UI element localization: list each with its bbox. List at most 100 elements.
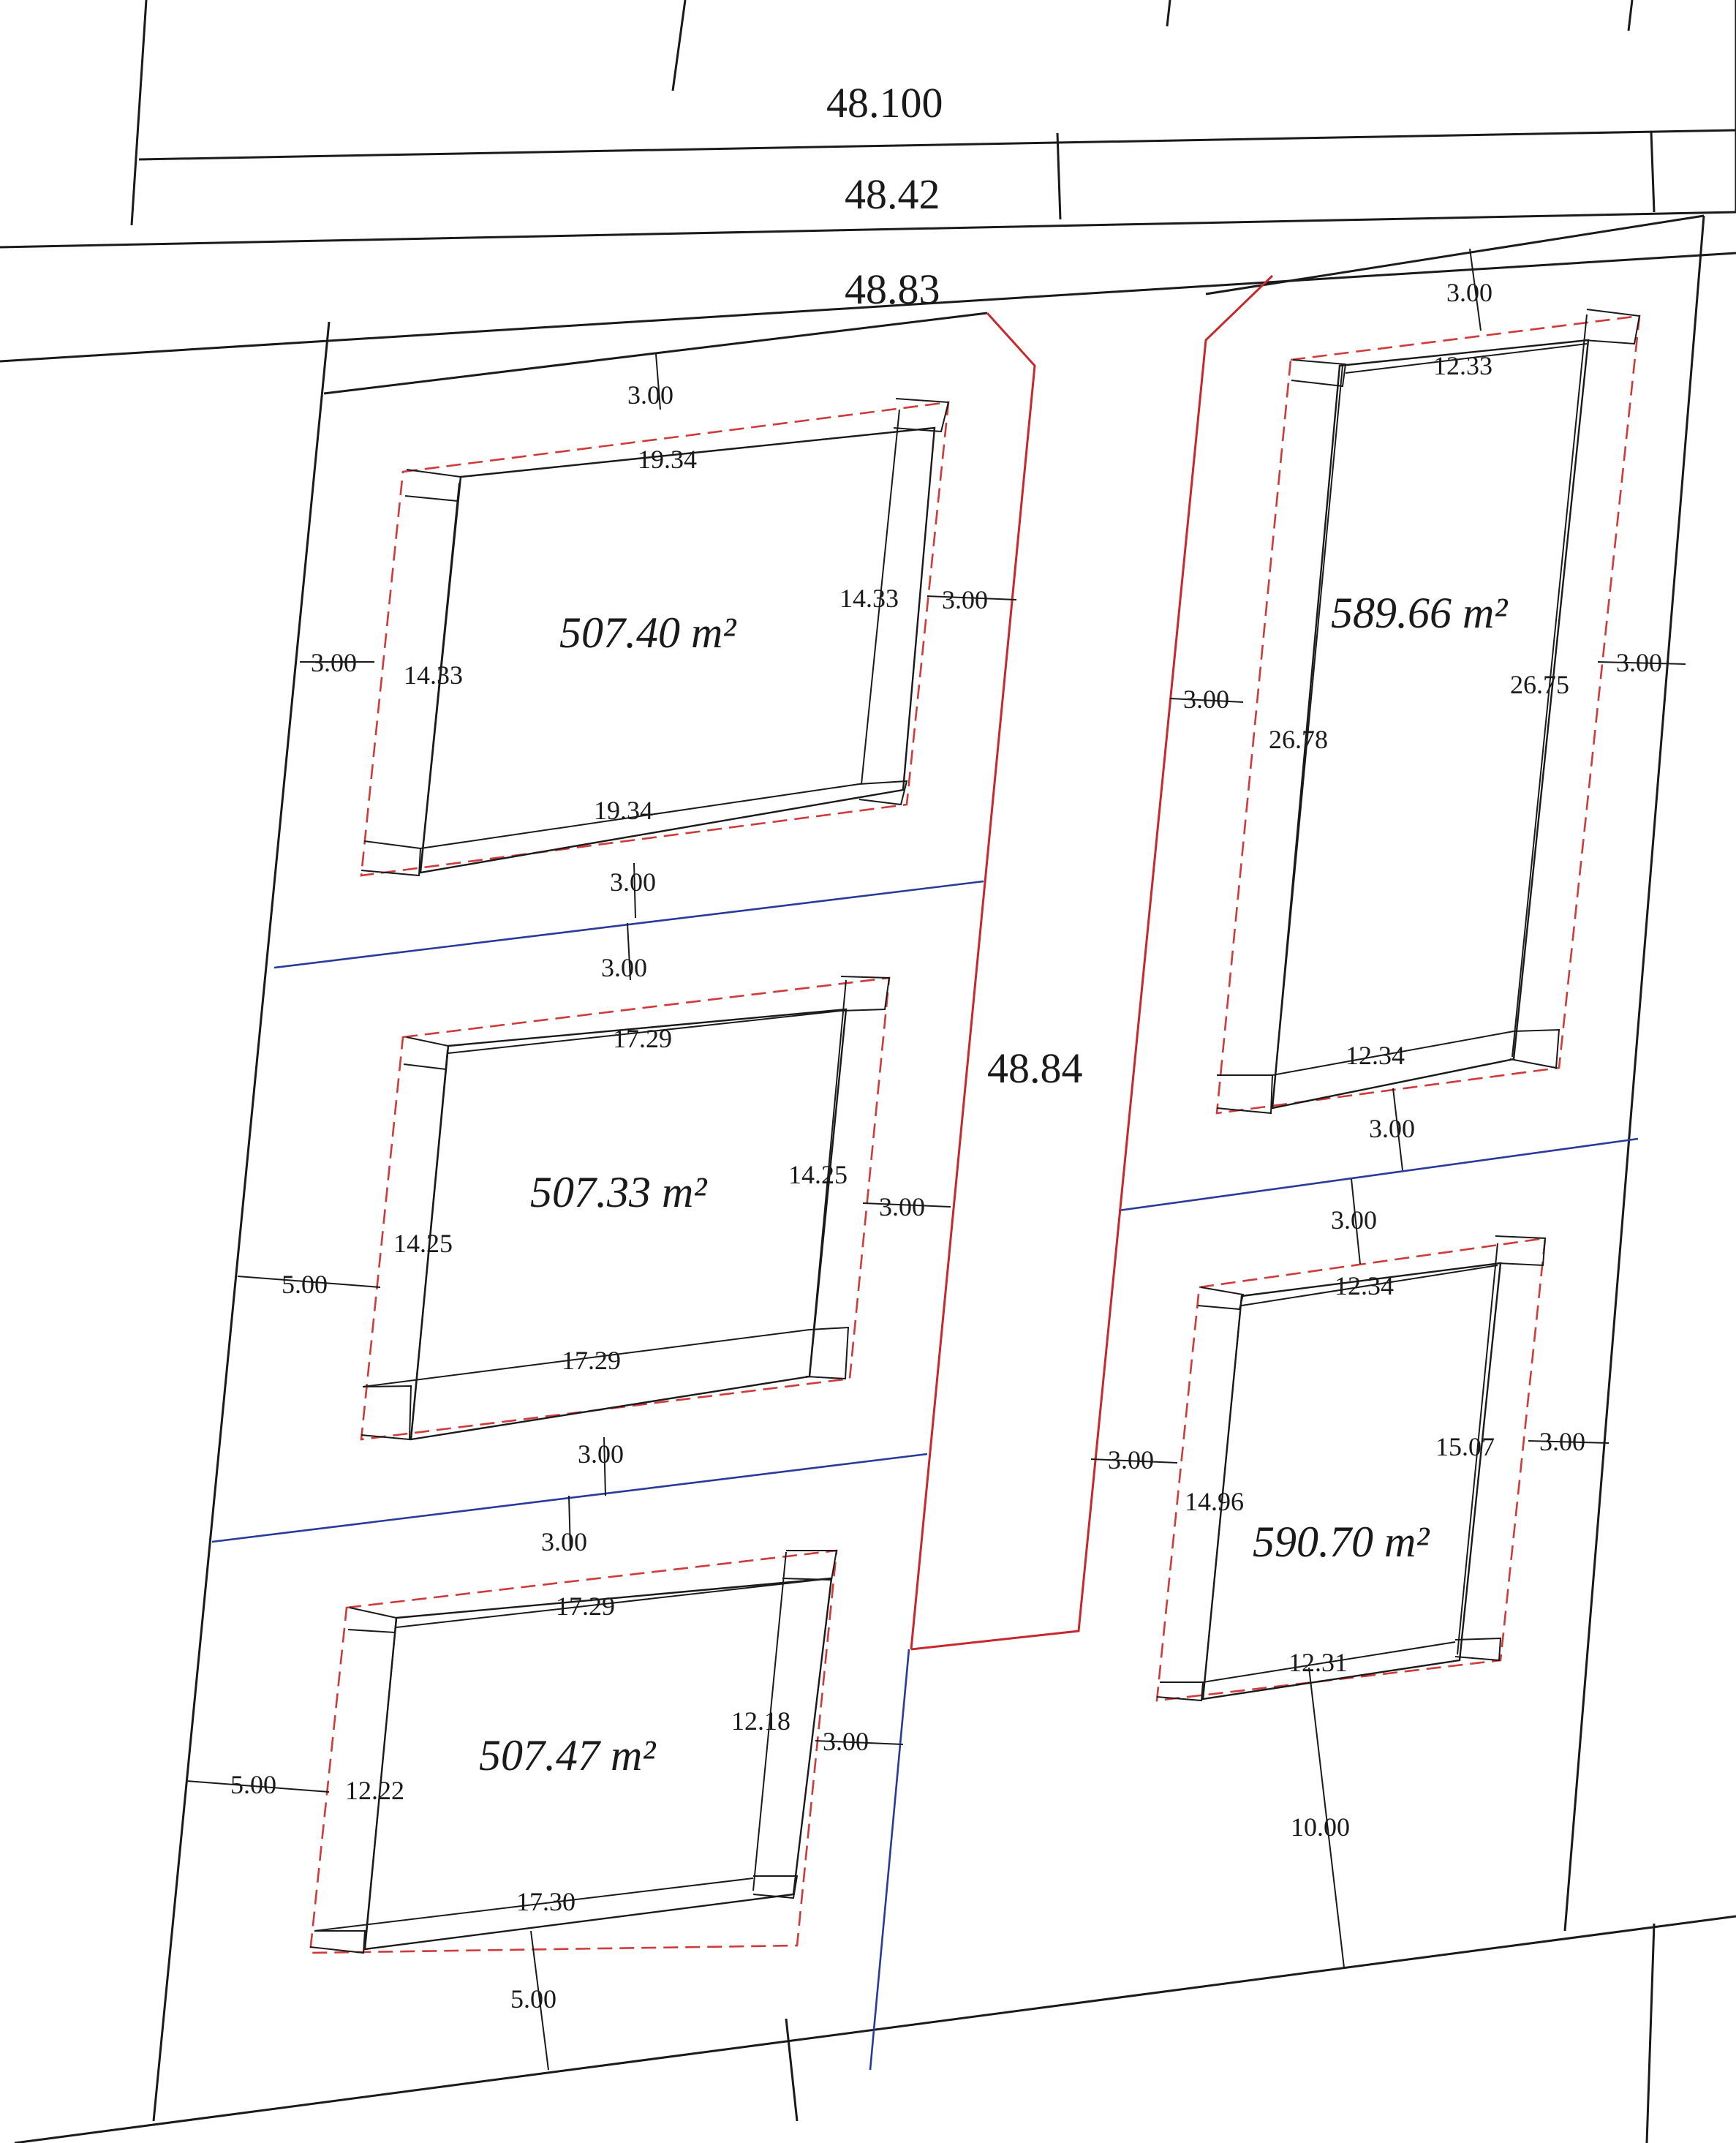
- plot-4-setback-line: [1215, 315, 1641, 1115]
- plot-5-dim-top: [1241, 1265, 1498, 1306]
- plot-5-right-depth: 15.07: [1435, 1432, 1495, 1461]
- plot-3-setback-bottom: 5.00: [510, 1984, 556, 2014]
- west-lot-divider-1: [273, 880, 984, 969]
- plot-4-corner-bl: [1216, 1074, 1274, 1115]
- plot-4-dim-left: [1272, 365, 1343, 1109]
- plot-5-setback-top: 3.00: [1331, 1205, 1377, 1235]
- street-vertical-6: [1650, 131, 1656, 213]
- plot-1-setback-top: 3.00: [627, 380, 673, 410]
- plot-3-corner-bl: [309, 1930, 366, 1954]
- plot-4-setback-left: 3.00: [1183, 685, 1229, 714]
- south-lot-line-2: [1645, 1923, 1656, 2143]
- level-labels: 48.100 48.42 48.83 48.84: [826, 79, 1083, 1092]
- street-vertical-4: [1627, 0, 1634, 31]
- west-outer-edge: [152, 321, 331, 2122]
- access-road-east-edge: [910, 274, 1274, 1651]
- plot-2-corner-bl: [361, 1385, 412, 1441]
- plot-5-setback-right: 3.00: [1539, 1427, 1585, 1456]
- plot-2: 507.33 m² 17.29 17.29 14.25 14.25 3.00 3…: [237, 922, 951, 1496]
- plot-5-setback-right-line: [1528, 1440, 1609, 1444]
- plot-4-top-length: 12.33: [1433, 351, 1492, 380]
- plot-1-setback-line: [360, 401, 950, 877]
- street-level-1: 48.100: [826, 79, 943, 127]
- street-vertical-2: [671, 0, 687, 91]
- plot-5-setback-bottom-line: [1308, 1667, 1345, 1968]
- plot-4-corner-tr: [1583, 309, 1641, 345]
- plot-3-setback-left-line: [186, 1780, 330, 1793]
- plot-4-left-depth: 26.78: [1269, 725, 1328, 754]
- plot-5-building: [1201, 1262, 1502, 1701]
- plot-1-setback-left: 3.00: [311, 648, 357, 677]
- plot-4-corner-tl: [1291, 359, 1347, 388]
- plot-5-dim-left: [1202, 1295, 1242, 1700]
- plot-1-corner-bl: [361, 840, 422, 877]
- plot-5-corner-bl: [1156, 1681, 1204, 1702]
- plot-3-dim-left: [364, 1619, 397, 1946]
- plot-4-dim-top: [1345, 343, 1588, 374]
- plot-2-bottom-length: 17.29: [562, 1346, 621, 1375]
- block-bottom: [14, 1915, 1736, 2143]
- plot-2-setback-top: 3.00: [601, 953, 647, 982]
- plot-3-dim-right: [752, 1551, 787, 1891]
- plot-2-setback-right-line: [862, 1202, 951, 1208]
- plot-3-bottom-length: 17.30: [516, 1887, 575, 1916]
- street-line-2: [0, 211, 1736, 249]
- west-lot-front: [869, 1649, 910, 2071]
- plot-5-top-length: 12.34: [1335, 1271, 1394, 1300]
- plot-2-corner-tr: [840, 976, 891, 1012]
- plot-3-corner-br: [752, 1875, 799, 1899]
- plot-3: 507.47 m² 17.29 17.30 12.22 12.18 3.00 5…: [186, 1495, 904, 2071]
- plot-3-setback-top: 3.00: [541, 1527, 587, 1556]
- plot-2-setback-right: 3.00: [879, 1192, 925, 1221]
- plot-2-setback-left-line: [237, 1276, 381, 1288]
- plot-3-setback-line: [309, 1549, 838, 1954]
- plot-4-corner-br: [1509, 1028, 1560, 1069]
- plot-4-setback-top-line: [1469, 248, 1482, 331]
- plot-3-left-depth: 12.22: [345, 1776, 404, 1805]
- plot-4-right-depth: 26.75: [1510, 670, 1569, 699]
- plot-1-corner-tr: [893, 398, 950, 433]
- street-vertical-1: [130, 0, 148, 226]
- plot-3-setback-left: 5.00: [230, 1770, 276, 1799]
- plot-3-corner-tl: [347, 1607, 398, 1634]
- street-level-2: 48.42: [845, 170, 940, 218]
- plot-1-corner-br: [858, 780, 908, 806]
- plot-5-setback-left-line: [1090, 1458, 1178, 1464]
- street-vertical-5: [1056, 132, 1062, 220]
- plot-3-area: 507.47 m²: [479, 1731, 656, 1779]
- east-lot-divider: [1118, 1137, 1639, 1212]
- plot-1-setback-bottom-line: [633, 862, 636, 919]
- plot-1-corner-tl: [404, 469, 462, 502]
- plot-5-dim-bottom: [1202, 1641, 1456, 1683]
- plot-5-area: 590.70 m²: [1253, 1518, 1430, 1566]
- plot-1-dim-right: [861, 409, 900, 785]
- plot-3-setback-right-line: [815, 1740, 904, 1745]
- plot-1-top-length: 19.34: [638, 445, 697, 474]
- plot-1-right-depth: 14.33: [839, 584, 899, 613]
- plot-1-dim-top: [460, 431, 900, 478]
- plot-3-setback-right: 3.00: [823, 1727, 869, 1756]
- plot-2-dim-bottom: [362, 1329, 810, 1387]
- plot-3-dim-bottom: [314, 1878, 754, 1932]
- south-lot-line: [785, 2018, 799, 2122]
- plot-5-setback-left: 3.00: [1108, 1445, 1154, 1475]
- west-block-top: [323, 312, 988, 395]
- plot-3-dim-top: [396, 1578, 832, 1628]
- plot-5-setback-top-line: [1351, 1178, 1361, 1265]
- plot-3-setback-top-line: [568, 1495, 571, 1551]
- plot-3-right-depth: 12.18: [731, 1706, 790, 1736]
- plot-5-bottom-length: 12.31: [1288, 1648, 1348, 1677]
- street-line-1: [138, 129, 1736, 161]
- plot-5-setback-bottom: 10.00: [1291, 1812, 1350, 1842]
- plot-1-left-depth: 14.33: [404, 660, 463, 690]
- street-vertical-3: [1166, 0, 1171, 27]
- access-road-level: 48.84: [987, 1044, 1083, 1092]
- plot-1-setback-top-line: [655, 353, 661, 410]
- plot-2-right-depth: 14.25: [788, 1160, 848, 1189]
- plot-2-corner-tl: [403, 1036, 450, 1071]
- plot-2-dim-right: [809, 979, 847, 1376]
- plot-4: 589.66 m² 12.33 12.34 26.78 26.75 3.00 3…: [1169, 248, 1686, 1171]
- plot-5-corner-br: [1454, 1637, 1502, 1662]
- access-road: [910, 274, 1274, 1651]
